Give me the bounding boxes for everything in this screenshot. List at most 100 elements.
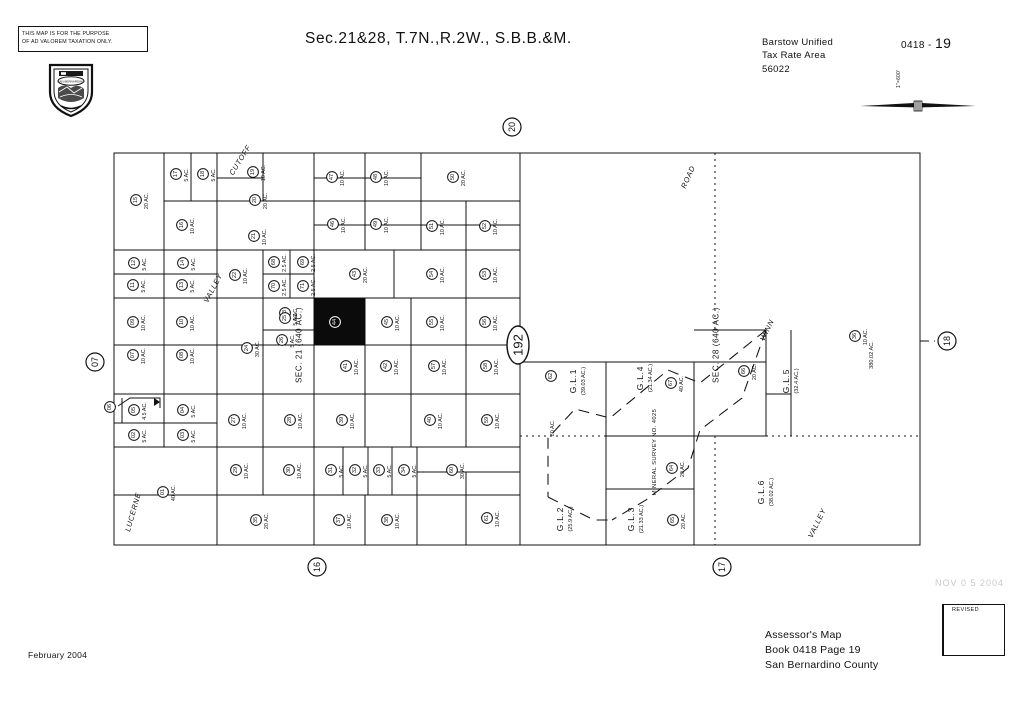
highway-shield-192[interactable]: 192 bbox=[506, 325, 530, 365]
parcel-acreage: 10 AC. bbox=[347, 513, 353, 529]
parcel-44[interactable]: 44 bbox=[329, 316, 341, 328]
parcel-acreage: 10 AC. bbox=[243, 268, 249, 284]
revision-date-stamp: NOV 0 5 2004 bbox=[935, 578, 1005, 588]
parcel-number: 47 bbox=[329, 174, 335, 180]
parcel-circle bbox=[127, 279, 139, 291]
parcel-number: 65 bbox=[670, 517, 676, 523]
disclaimer-line-1: THIS MAP IS FOR THE PURPOSE bbox=[22, 31, 110, 38]
section-marker-label: 18 bbox=[942, 336, 952, 346]
parcel-circle bbox=[340, 360, 352, 372]
section-marker-20[interactable]: 20 bbox=[502, 117, 522, 137]
section-marker-circle bbox=[307, 557, 327, 577]
section-marker-16[interactable]: 16 bbox=[307, 557, 327, 577]
parcel-acreage: 10 AC. bbox=[395, 513, 401, 529]
section-marker-label: 17 bbox=[717, 562, 727, 572]
parcel-06[interactable]: 06 bbox=[104, 401, 116, 413]
parcel-acreage: 10 AC. bbox=[493, 219, 499, 235]
street-label-valley: VALLEY bbox=[806, 506, 828, 539]
section-marker-17[interactable]: 17 bbox=[712, 557, 732, 577]
parcel-acreage: 10 AC. bbox=[354, 359, 360, 375]
highlighted-parcel-44[interactable] bbox=[314, 298, 365, 345]
parcel-circle bbox=[480, 360, 492, 372]
parcel-62[interactable]: 62 bbox=[545, 370, 557, 382]
parcel-circle bbox=[381, 514, 393, 526]
section-marker-18[interactable]: 18 bbox=[937, 331, 957, 351]
parcel-acreage: 10 AC. bbox=[384, 217, 390, 233]
parcel-acreage: 10 AC. bbox=[244, 463, 250, 479]
section-marker-07[interactable]: 07 bbox=[85, 352, 105, 372]
parcel-number: 27 bbox=[231, 417, 237, 423]
parcel-number: 60 bbox=[449, 467, 455, 473]
parcel-circle bbox=[127, 349, 139, 361]
parcel-acreage: 5 AC. bbox=[190, 279, 196, 292]
